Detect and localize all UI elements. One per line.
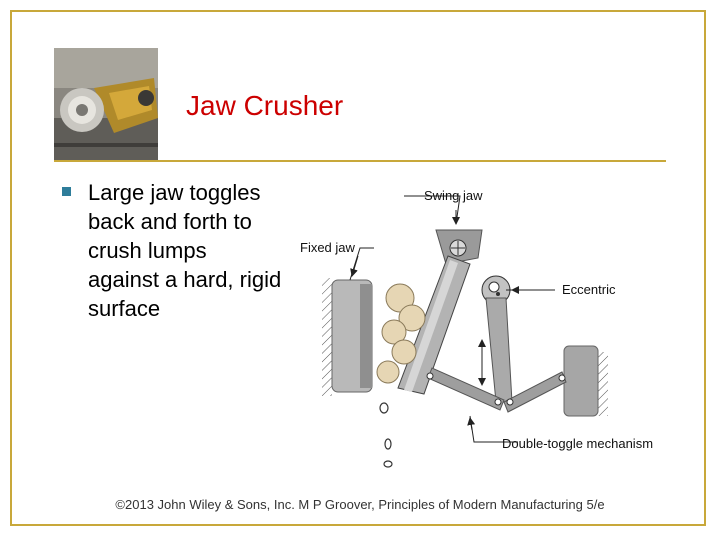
- jaw-crusher-photo: [54, 48, 158, 161]
- bullet-line: back and forth to: [88, 209, 252, 234]
- fixed-jaw-wall: [322, 278, 332, 396]
- title-divider: [54, 160, 666, 162]
- slide-frame: [10, 10, 706, 526]
- slide-title: Jaw Crusher: [186, 90, 344, 121]
- bullet-line: against a hard, rigid: [88, 267, 282, 292]
- falling-pieces: [379, 402, 393, 468]
- label-eccentric: Eccentric: [562, 282, 616, 297]
- toggle-left: [427, 367, 505, 411]
- bullet-list: Large jaw toggles back and forth to crus…: [62, 178, 302, 323]
- square-bullet-icon: [62, 187, 71, 196]
- label-swing-jaw: Swing jaw: [424, 188, 483, 203]
- bullet-line: crush lumps: [88, 238, 207, 263]
- bullet-item: Large jaw toggles back and forth to crus…: [62, 178, 302, 323]
- copyright-footer: ©2013 John Wiley & Sons, Inc. M P Groove…: [115, 497, 605, 512]
- jaw-crusher-diagram: Swing jaw Fixed jaw Eccentric Double-tog…: [300, 180, 670, 480]
- pitman-arm: [485, 297, 513, 403]
- label-double-toggle: Double-toggle mechanism: [502, 436, 653, 451]
- label-fixed-jaw: Fixed jaw: [300, 240, 356, 255]
- lumps: [376, 283, 426, 384]
- toggle-right: [503, 371, 567, 413]
- bullet-line: Large jaw toggles: [88, 180, 261, 205]
- right-wall-block: [563, 345, 599, 417]
- right-wall: [598, 352, 608, 416]
- bullet-line: surface: [88, 296, 161, 321]
